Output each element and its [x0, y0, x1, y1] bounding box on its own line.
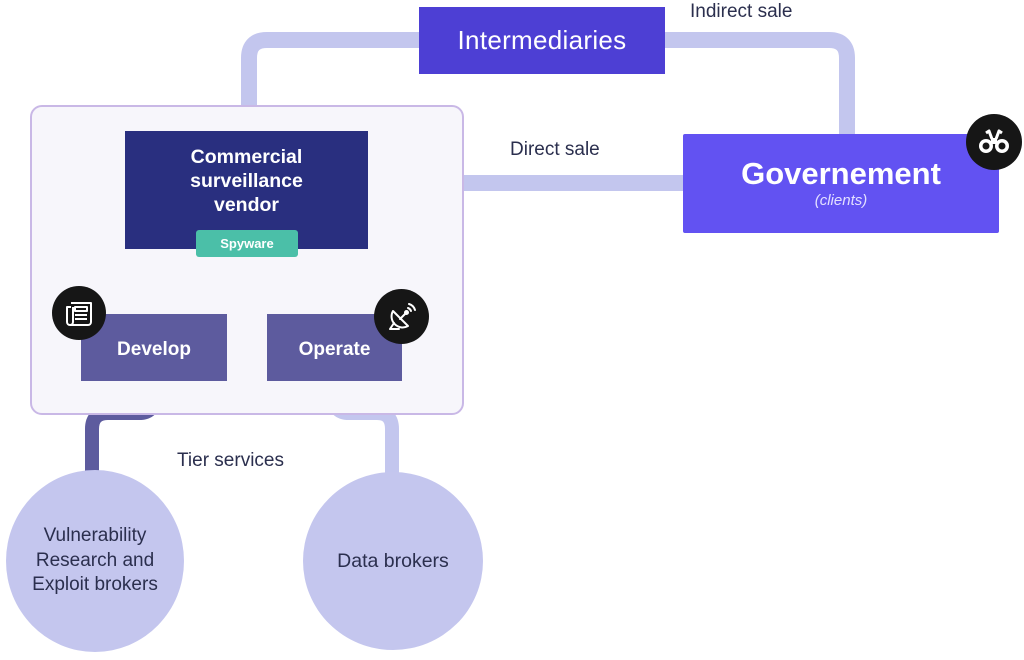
- spyware-label: Spyware: [220, 236, 274, 251]
- data-brokers-label: Data brokers: [337, 549, 449, 572]
- vulnerability-brokers-node: Vulnerability Research and Exploit broke…: [6, 470, 184, 652]
- vendor-label-line3: vendor: [213, 194, 279, 216]
- government-subtitle: (clients): [814, 192, 868, 210]
- government-node: Governement (clients): [683, 134, 999, 233]
- vulnerability-label-line2: Research and: [35, 549, 155, 571]
- develop-node: Develop: [81, 314, 227, 381]
- binoculars-icon: [966, 114, 1022, 170]
- intermediaries-node: Intermediaries: [419, 7, 665, 74]
- direct-sale-label: Direct sale: [510, 139, 600, 160]
- satellite-dish-icon: [374, 289, 429, 344]
- indirect-sale-label: Indirect sale: [690, 1, 793, 22]
- spyware-tag: Spyware: [196, 230, 298, 257]
- develop-label: Develop: [117, 338, 191, 360]
- vendor-label-line2: surveillance: [190, 170, 303, 192]
- data-brokers-node: Data brokers: [303, 472, 483, 650]
- government-title: Governement: [741, 155, 941, 191]
- vendor-label-line1: Commercial: [190, 146, 303, 168]
- vulnerability-label-line3: Exploit brokers: [32, 574, 158, 596]
- vulnerability-label-line1: Vulnerability: [43, 525, 147, 547]
- indirect-sale-line-right: [665, 32, 855, 134]
- vendor-node: Commercial surveillance vendor: [125, 131, 368, 249]
- newspaper-icon: [52, 286, 106, 340]
- operate-label: Operate: [298, 338, 371, 360]
- tier-services-label: Tier services: [177, 450, 284, 471]
- indirect-sale-line-left: [241, 32, 419, 131]
- intermediaries-label: Intermediaries: [457, 25, 627, 55]
